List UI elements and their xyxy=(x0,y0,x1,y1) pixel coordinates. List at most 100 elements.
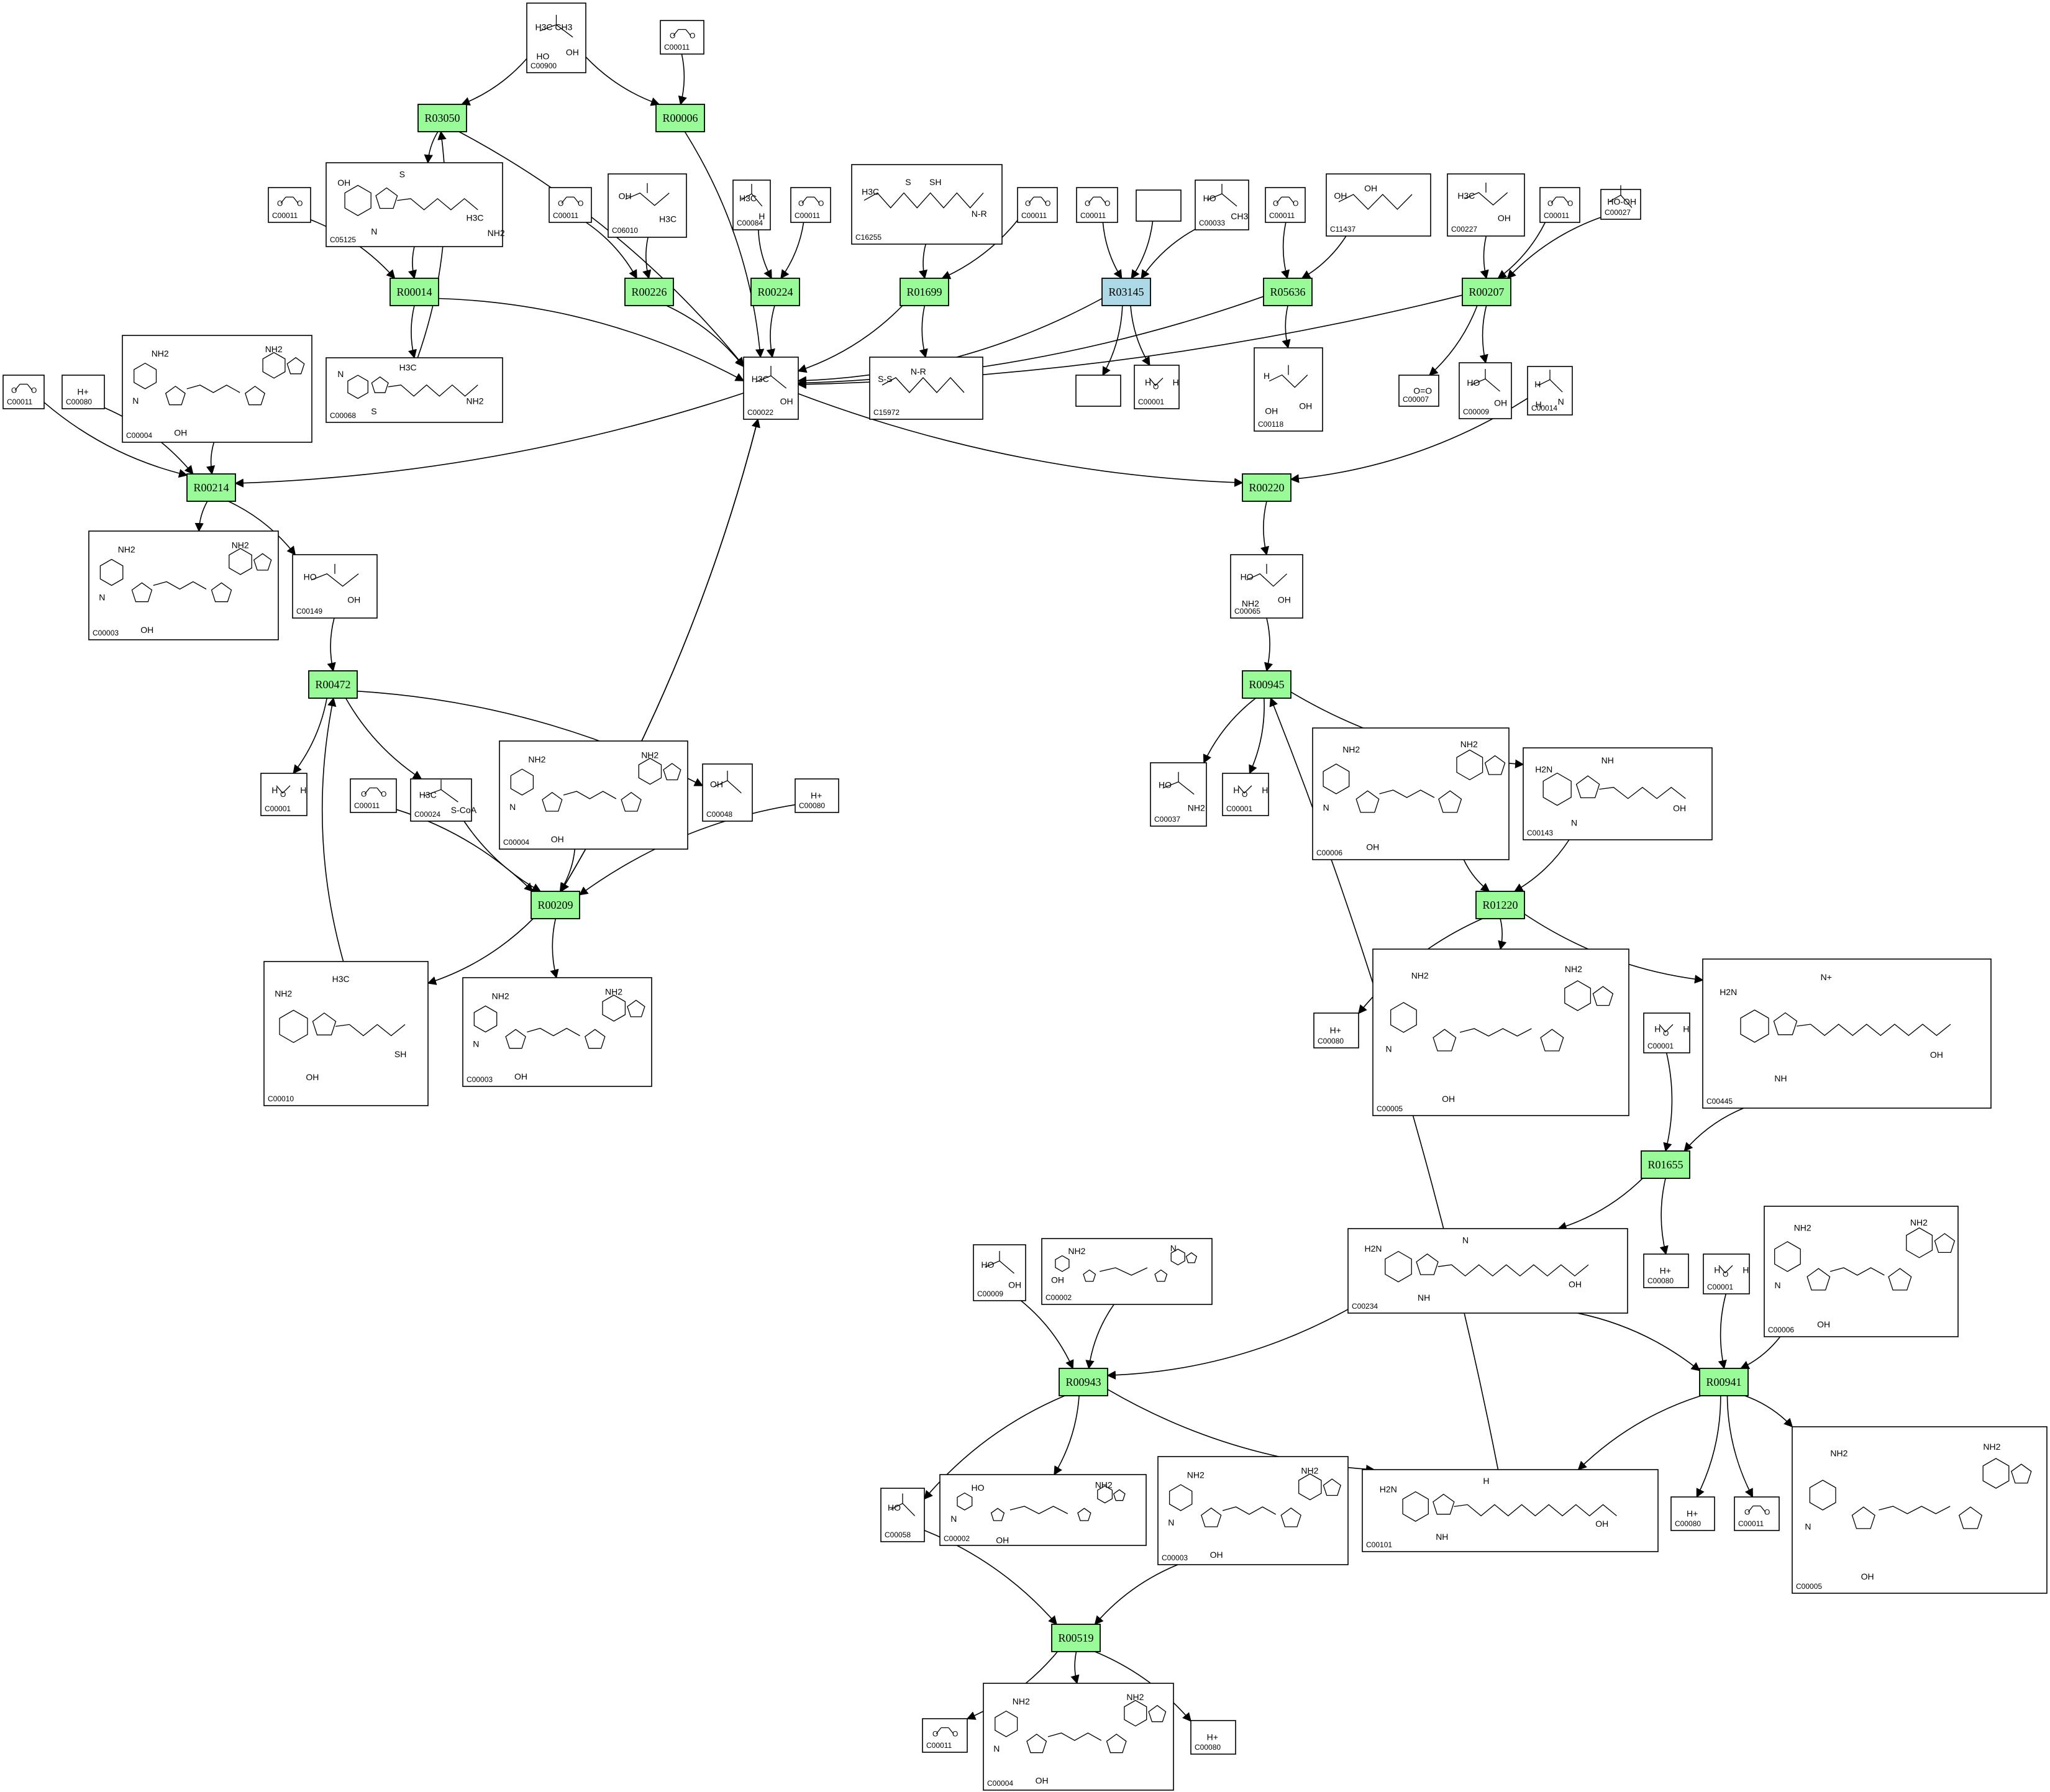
compound-c00080[interactable]: H+C00080 xyxy=(1190,1720,1236,1755)
compound-box[interactable] xyxy=(1523,747,1713,840)
reaction-box[interactable] xyxy=(1641,1150,1690,1179)
compound-box[interactable] xyxy=(1539,187,1580,223)
compound-box[interactable] xyxy=(795,778,839,813)
reaction-node-r05636[interactable]: R05636 xyxy=(1263,278,1313,306)
reaction-box[interactable] xyxy=(186,473,236,502)
reaction-box[interactable] xyxy=(417,104,467,132)
reaction-node-r00014[interactable]: R00014 xyxy=(390,278,439,306)
compound-box[interactable] xyxy=(2,375,45,409)
compound-box[interactable] xyxy=(1734,1496,1780,1531)
compound-box[interactable] xyxy=(1313,1012,1359,1048)
reaction-node-r00943[interactable]: R00943 xyxy=(1059,1368,1108,1396)
reaction-node-r00519[interactable]: R00519 xyxy=(1051,1624,1101,1652)
reaction-node-r00209[interactable]: R00209 xyxy=(531,891,580,919)
compound-box[interactable] xyxy=(1764,1206,1959,1337)
reaction-box[interactable] xyxy=(655,104,705,132)
compound-box[interactable] xyxy=(922,1718,968,1753)
compound-box[interactable] xyxy=(326,162,503,247)
compound-c00080[interactable]: H+C00080 xyxy=(1313,1012,1359,1048)
compound-box[interactable] xyxy=(1362,1469,1659,1552)
compound-c00080[interactable]: H+C00080 xyxy=(795,778,839,813)
compound-box[interactable] xyxy=(1792,1426,2048,1594)
compound-box[interactable] xyxy=(1347,1228,1628,1314)
compound-box[interactable] xyxy=(1222,773,1269,816)
compound-box[interactable] xyxy=(462,977,652,1087)
compound-box[interactable] xyxy=(1326,173,1431,237)
compound-box[interactable] xyxy=(1398,375,1439,407)
reaction-node-r01655[interactable]: R01655 xyxy=(1641,1150,1690,1179)
compound-box[interactable] xyxy=(1254,347,1323,432)
reaction-box[interactable] xyxy=(900,278,949,306)
compound-box[interactable] xyxy=(869,357,983,420)
compound-box[interactable] xyxy=(1075,375,1121,407)
reaction-box[interactable] xyxy=(1242,473,1292,502)
compound-box[interactable] xyxy=(1157,1456,1349,1565)
reaction-box[interactable] xyxy=(531,891,580,919)
compound-box[interactable] xyxy=(268,187,311,223)
reaction-node-r01699[interactable]: R01699 xyxy=(900,278,949,306)
reaction-box[interactable] xyxy=(1263,278,1313,306)
compound-box[interactable] xyxy=(1076,187,1118,223)
compound-box[interactable] xyxy=(1643,1012,1690,1053)
compound-box[interactable] xyxy=(1150,762,1207,827)
reaction-node-r00006[interactable]: R00006 xyxy=(655,104,705,132)
compound-box[interactable] xyxy=(1190,1720,1236,1755)
reaction-box[interactable] xyxy=(1059,1368,1108,1396)
reaction-node-r00220[interactable]: R00220 xyxy=(1242,473,1292,502)
reaction-node-r00226[interactable]: R00226 xyxy=(624,278,674,306)
reaction-node-r00941[interactable]: R00941 xyxy=(1699,1368,1749,1396)
compound-box[interactable] xyxy=(88,530,279,640)
reaction-box[interactable] xyxy=(750,278,800,306)
compound-unlabeled[interactable] xyxy=(1136,189,1182,222)
compound-unlabeled[interactable] xyxy=(1075,375,1121,407)
reaction-node-r03050[interactable]: R03050 xyxy=(417,104,467,132)
compound-box[interactable] xyxy=(1041,1238,1213,1305)
reaction-box[interactable] xyxy=(624,278,674,306)
compound-c00080[interactable]: H+C00080 xyxy=(1643,1253,1689,1288)
compound-box[interactable] xyxy=(1703,1253,1750,1294)
reaction-box[interactable] xyxy=(1699,1368,1749,1396)
reaction-node-r00224[interactable]: R00224 xyxy=(750,278,800,306)
reaction-box[interactable] xyxy=(1051,1624,1101,1652)
compound-box[interactable] xyxy=(1312,727,1510,860)
compound-box[interactable] xyxy=(1134,365,1180,409)
